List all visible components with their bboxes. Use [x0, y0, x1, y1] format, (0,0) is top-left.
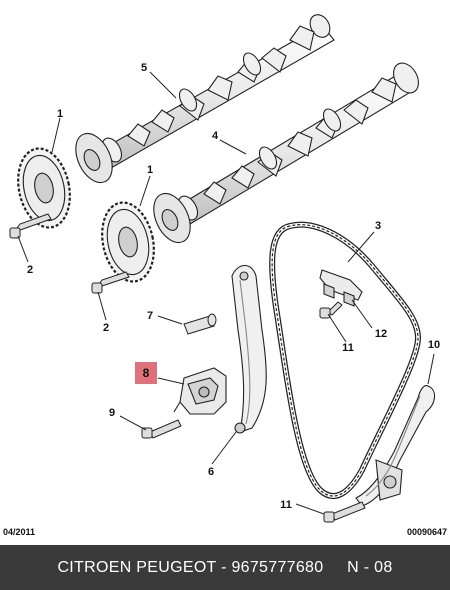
sprocket-lower — [101, 201, 155, 283]
callout-3: 3 — [374, 220, 382, 232]
callout-4: 4 — [211, 130, 219, 142]
callout-2-lower: 2 — [102, 322, 110, 334]
guide-bolt-upper — [319, 301, 343, 319]
camshaft-lower — [153, 62, 419, 244]
guide-pin — [183, 313, 217, 335]
callout-11-upper: 11 — [342, 342, 354, 354]
callout-12: 12 — [374, 328, 388, 340]
tensioner-guide-rail — [355, 385, 436, 507]
callout-10: 10 — [427, 339, 441, 351]
footer-part-number: CITROEN PEUGEOT - 9675777680 N - 08 — [57, 558, 393, 576]
callout-7: 7 — [146, 310, 154, 322]
sprocket-upper — [17, 147, 71, 229]
bolt-lower — [91, 271, 130, 294]
callout-1-upper: 1 — [56, 108, 64, 120]
guide-bolt-lower — [323, 501, 366, 523]
parts-diagram: 5 1 1 4 3 2 2 7 8 9 6 11 12 10 11 04/201… — [3, 14, 447, 537]
camshaft-upper — [75, 14, 335, 184]
footer-bar: CITROEN PEUGEOT - 9675777680 N - 08 — [0, 545, 450, 590]
chain-tensioner — [173, 367, 227, 415]
tensioner-bolt — [141, 419, 182, 439]
callout-1-lower: 1 — [146, 164, 154, 176]
bolt-upper — [9, 213, 52, 239]
exploded-view-drawing — [9, 14, 436, 523]
callout-5: 5 — [140, 62, 148, 74]
upper-chain-guide — [319, 269, 363, 307]
drawing-date: 04/2011 — [3, 527, 36, 537]
callout-11-lower: 11 — [280, 499, 292, 511]
callout-6: 6 — [207, 466, 215, 478]
leader-lines — [17, 71, 435, 515]
callout-8-highlighted: 8 — [135, 362, 157, 384]
callout-2-upper: 2 — [26, 264, 34, 276]
callout-9: 9 — [108, 407, 116, 419]
timing-chain — [269, 221, 422, 499]
chain-guide-rail — [231, 264, 267, 434]
drawing-reference: 00090647 — [406, 527, 447, 537]
